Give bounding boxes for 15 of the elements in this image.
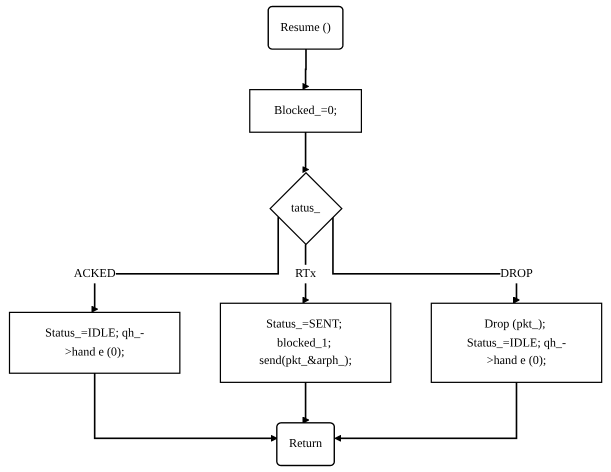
node-box: Blocked_=0;	[249, 89, 362, 133]
edge-label: RTx	[295, 267, 316, 280]
edge-label: ACKED	[74, 267, 116, 280]
node-diamond: tatus_	[269, 172, 343, 246]
arrow	[302, 382, 310, 424]
edge-label: DROP	[500, 267, 533, 280]
arrow	[334, 382, 518, 442]
node-box: Status_=SENT; blocked_1; send(pkt_&arph_);	[220, 302, 392, 383]
arrow	[94, 373, 278, 442]
arrow	[302, 132, 310, 174]
arrow	[91, 217, 279, 313]
node-box: Status_=IDLE; qh_->hand e (0);	[8, 312, 180, 374]
node-box: Drop (pkt_); Status_=IDLE; qh_->hand e (0);	[430, 302, 602, 383]
arrow	[302, 49, 310, 90]
arrow	[332, 217, 520, 304]
